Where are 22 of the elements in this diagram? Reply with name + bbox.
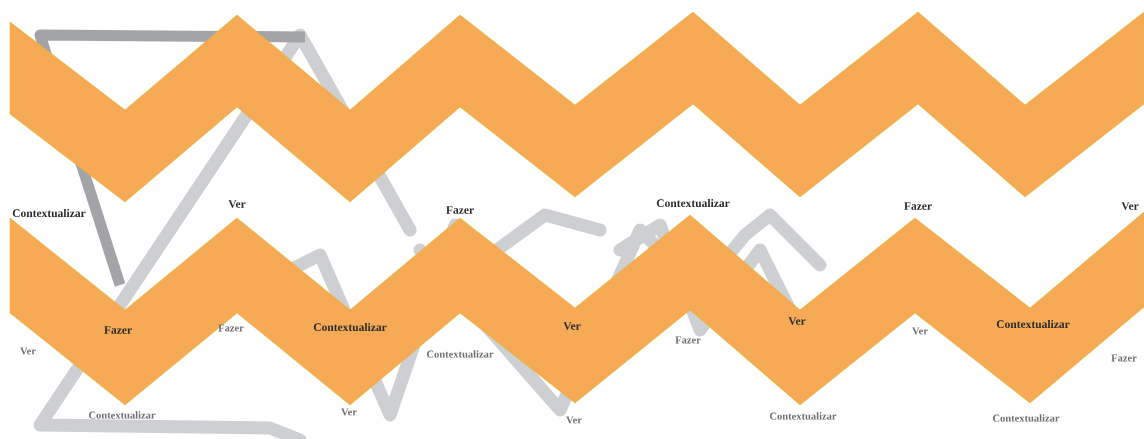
- word-label: Contextualizar: [770, 412, 837, 420]
- word-label: Fazer: [1111, 354, 1137, 362]
- word-label: Contextualizar: [89, 411, 156, 419]
- word-label: Fazer: [104, 326, 132, 334]
- word-label: Ver: [228, 200, 246, 208]
- word-label: Ver: [563, 322, 581, 330]
- word-label: Contextualizar: [996, 319, 1070, 329]
- word-label: Ver: [912, 327, 928, 335]
- word-label: Contextualizar: [427, 350, 494, 358]
- word-label: Fazer: [675, 336, 701, 344]
- word-label: Contextualizar: [313, 322, 387, 332]
- word-label: Ver: [20, 347, 36, 355]
- word-label: Fazer: [446, 206, 474, 214]
- word-label: Ver: [788, 317, 806, 325]
- word-label: Fazer: [904, 202, 932, 210]
- word-label: Contextualizar: [993, 414, 1060, 422]
- word-label: Fazer: [218, 324, 244, 332]
- word-label: Contextualizar: [656, 198, 730, 208]
- word-label: Ver: [1121, 202, 1139, 210]
- word-label: Contextualizar: [12, 208, 86, 218]
- word-label: Ver: [341, 408, 357, 416]
- word-label: Ver: [566, 416, 582, 424]
